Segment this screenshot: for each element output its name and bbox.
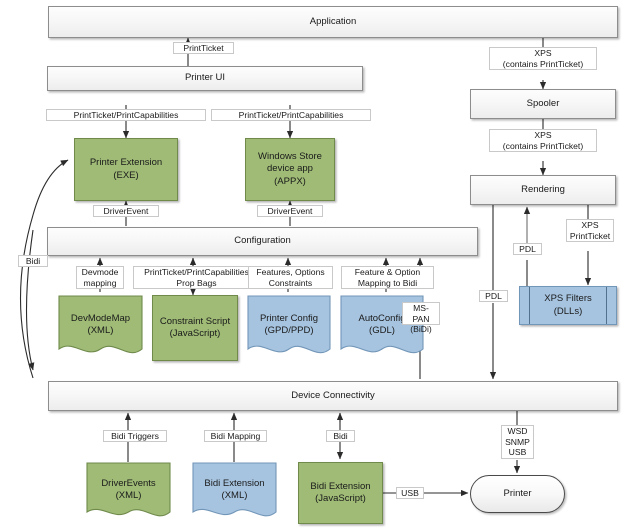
edge-label-wsd-snmp-usb: WSD SNMP USB [501, 425, 534, 459]
node-autoconfig-label: AutoConfig (GDL) [358, 312, 406, 337]
node-printer-extension-label: Printer Extension (EXE) [89, 157, 163, 181]
document-shape [58, 295, 143, 354]
node-constraint-script-label: Constraint Script (JavaScript) [159, 315, 231, 340]
edge-label-feature-option-mapping-to-bidi: Feature & Option Mapping to Bidi [341, 266, 434, 289]
node-configuration[interactable]: Configuration [47, 227, 478, 256]
edge-label-bidi-left: Bidi [18, 255, 48, 267]
node-spooler[interactable]: Spooler [470, 89, 616, 119]
node-bidi-extension-javascript[interactable]: Bidi Extension (JavaScript) [298, 462, 383, 524]
edge-label-xps-contains-printticket-1: XPS (contains PrintTicket) [489, 47, 597, 70]
node-rendering-label: Rendering [521, 183, 565, 195]
node-application[interactable]: Application [48, 6, 618, 38]
node-printer-config[interactable]: Printer Config (GPD/PPD) [247, 295, 331, 361]
node-devmodemap[interactable]: DevModeMap (XML) [58, 295, 143, 361]
process-bars [520, 287, 616, 324]
edge-label-pdl-left: PDL [479, 290, 508, 302]
edge-label-pdl-right: PDL [513, 243, 542, 255]
edge-label-bidi-mapping: Bidi Mapping [204, 430, 267, 442]
document-shape [247, 295, 331, 354]
node-windows-store-device-app[interactable]: Windows Store device app (APPX) [245, 138, 335, 201]
node-windows-store-device-app-label: Windows Store device app (APPX) [258, 150, 322, 187]
edge-label-ptpc-left: PrintTicket/PrintCapabilities [46, 109, 206, 121]
edge-label-devmode-mapping: Devmode mapping [76, 266, 124, 289]
node-printer[interactable]: Printer [470, 475, 565, 513]
node-constraint-script[interactable]: Constraint Script (JavaScript) [152, 295, 238, 361]
node-printer-config-label: Printer Config (GPD/PPD) [259, 312, 319, 337]
node-printer-label: Printer [503, 487, 532, 499]
edge-label-ptpc-right: PrintTicket/PrintCapabilities [211, 109, 371, 121]
node-device-connectivity-label: Device Connectivity [291, 389, 375, 401]
edge-label-xps-contains-printticket-2: XPS (contains PrintTicket) [489, 129, 597, 152]
node-xps-filters-label: XPS Filters (DLLs) [544, 293, 592, 317]
document-shape [192, 462, 277, 517]
node-device-connectivity[interactable]: Device Connectivity [48, 381, 618, 411]
document-shape [86, 462, 171, 517]
edge-label-driverevent-left: DriverEvent [93, 205, 159, 217]
edge-label-driverevent-right: DriverEvent [257, 205, 323, 217]
node-application-label: Application [309, 15, 357, 27]
edge-label-ms-pan-bidi: MS-PAN (BiDi) [402, 302, 440, 334]
node-configuration-label: Configuration [234, 235, 291, 247]
edge-label-xps-printticket: XPS PrintTicket [566, 219, 614, 242]
node-devmodemap-label: DevModeMap (XML) [70, 312, 131, 337]
edge-label-printticket: PrintTicket [173, 42, 234, 54]
edge-label-ptpc-propbags: PrintTicket/PrintCapabilities Prop Bags [133, 266, 260, 289]
node-driverevents-label: DriverEvents (XML) [101, 477, 156, 502]
node-xps-filters[interactable]: XPS Filters (DLLs) [519, 286, 617, 325]
node-driverevents[interactable]: DriverEvents (XML) [86, 462, 171, 524]
node-bidi-extension-xml[interactable]: Bidi Extension (XML) [192, 462, 277, 524]
edge-label-usb: USB [396, 487, 424, 499]
node-printer-ui[interactable]: Printer UI [47, 66, 363, 91]
node-bidi-extension-xml-label: Bidi Extension (XML) [204, 477, 265, 502]
node-printer-extension[interactable]: Printer Extension (EXE) [74, 138, 178, 201]
node-rendering[interactable]: Rendering [470, 175, 616, 205]
node-spooler-label: Spooler [526, 97, 560, 109]
edge-label-features-options-constraints: Features, Options Constraints [248, 266, 333, 289]
node-bidi-extension-javascript-label: Bidi Extension (JavaScript) [310, 480, 371, 505]
edge-label-bidi-triggers: Bidi Triggers [103, 430, 167, 442]
edge-label-bidi-right: Bidi [326, 430, 355, 442]
node-printer-ui-label: Printer UI [184, 72, 226, 84]
